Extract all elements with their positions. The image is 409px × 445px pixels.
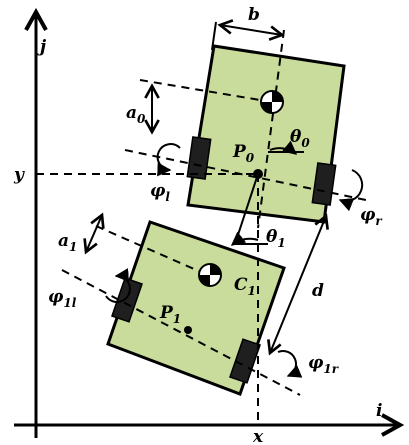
robot-0-offset-label: a0 (126, 103, 146, 126)
robot-1-offset-label: a1 (58, 231, 77, 254)
y-tick-label: y (13, 165, 25, 185)
robot-0-width-tick (211, 21, 217, 51)
distance-arrow (270, 216, 326, 353)
robot-1-offset-line (95, 225, 211, 277)
robot-1-center-of-mass-icon (198, 263, 222, 287)
robot-0 (124, 21, 367, 229)
robot-0-width-label: b (248, 5, 260, 25)
robot-0-right-wheel (311, 162, 337, 206)
robot-1-point-label: P1 (159, 303, 181, 326)
link-line (234, 173, 259, 245)
robot-1-left-wheel-rotation-icon (105, 268, 131, 303)
robot-1-right-wheel-label: φ1r (308, 353, 340, 376)
robot-0-point-label: P0 (232, 142, 255, 165)
j-axis-label: j (37, 37, 47, 57)
distance-label: d (312, 281, 324, 301)
x-tick-label: x (252, 427, 264, 445)
robot-0-left-wheel-rotation-icon (156, 143, 181, 177)
robot-0-width-arrow (220, 25, 282, 35)
robot-1-axle-line (61, 269, 301, 396)
robot-1-left-wheel-label: φ1l (48, 287, 77, 310)
robot-0-left-wheel (186, 136, 212, 180)
robot-0-left-wheel-label: φl (150, 181, 170, 204)
robot-1-center-label: C1 (234, 275, 256, 298)
robot-0-right-wheel-rotation-icon (338, 169, 364, 212)
robot-1-right-wheel-rotation-icon (277, 350, 303, 378)
robot-1-point (184, 326, 192, 334)
robot-1 (61, 215, 303, 396)
robot-0-right-wheel-label: φr (360, 205, 383, 228)
i-axis-label: i (376, 401, 382, 421)
robot-0-center-of-mass-icon (260, 90, 284, 114)
robot-1-left-wheel (111, 277, 143, 323)
robot-1-right-wheel (229, 338, 261, 384)
robot-0-heading-line (257, 29, 285, 229)
robot-0-angle-label: θ0 (290, 127, 310, 150)
robot-1-angle-label: θ1 (266, 227, 286, 250)
robot-1-offset-arrow (86, 215, 102, 252)
